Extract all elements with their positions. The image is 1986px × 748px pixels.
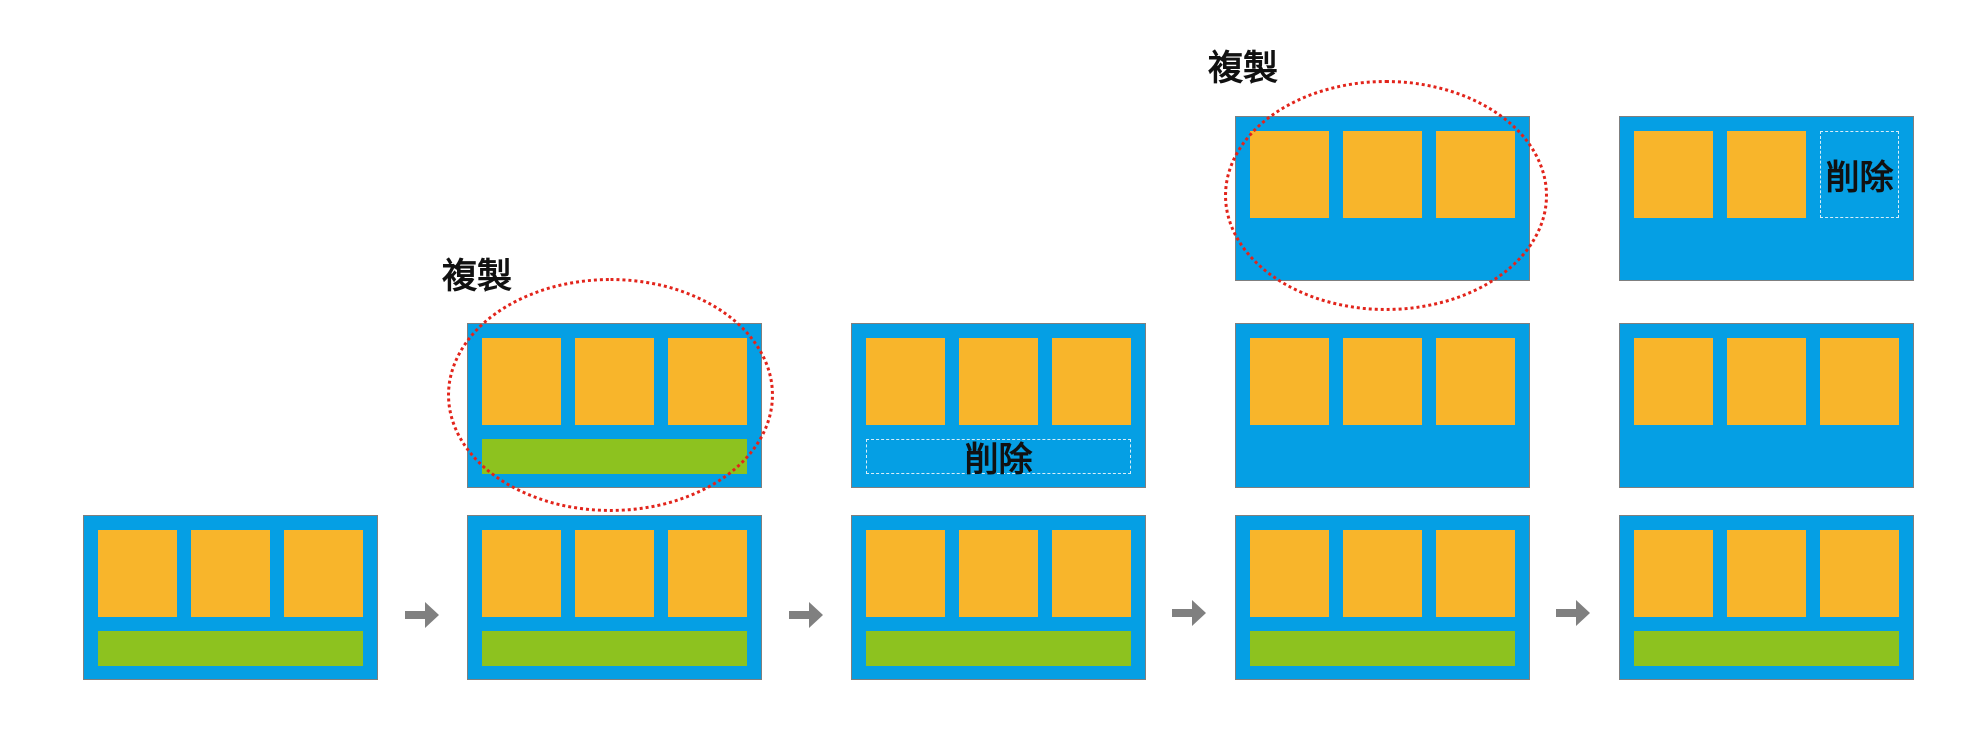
tile <box>575 530 654 617</box>
copy-label: 複製 <box>1208 49 1279 89</box>
tile <box>866 530 945 617</box>
panel-step2-original <box>467 515 762 680</box>
tile <box>1343 530 1422 617</box>
bar <box>866 631 1131 666</box>
tile <box>1634 338 1713 425</box>
tile <box>1052 530 1131 617</box>
tile <box>482 530 561 617</box>
panel-step5-original <box>1619 515 1914 680</box>
tile <box>668 530 747 617</box>
tile <box>1820 530 1899 617</box>
panel-step1-original <box>83 515 378 680</box>
delete-label: 削除 <box>1825 158 1894 198</box>
panel-step4-middle <box>1235 323 1530 488</box>
panel-step5-top-edited: 削除 <box>1619 116 1914 281</box>
copy-label: 複製 <box>442 257 513 297</box>
tile <box>284 530 363 617</box>
tile <box>866 338 945 425</box>
tile <box>1250 530 1329 617</box>
tile <box>1052 338 1131 425</box>
tile <box>1727 530 1806 617</box>
tile <box>1343 338 1422 425</box>
arrow-right-icon <box>789 602 823 628</box>
tile <box>1436 530 1515 617</box>
arrow-right-icon <box>1556 600 1590 626</box>
tile <box>959 338 1038 425</box>
tile <box>1250 338 1329 425</box>
panel-step4-original <box>1235 515 1530 680</box>
bar <box>482 631 747 666</box>
tile <box>1634 530 1713 617</box>
delete-label: 削除 <box>964 440 1033 480</box>
tile <box>959 530 1038 617</box>
tile <box>1820 338 1899 425</box>
delete-zone: 削除 <box>1820 131 1899 218</box>
tile <box>98 530 177 617</box>
arrow-right-icon <box>405 602 439 628</box>
panel-step3-original <box>851 515 1146 680</box>
panel-step5-middle <box>1619 323 1914 488</box>
bar <box>98 631 363 666</box>
arrow-right-icon <box>1172 600 1206 626</box>
delete-zone: 削除 <box>866 439 1131 480</box>
panel-step3-copy-edited: 削除 <box>851 323 1146 488</box>
bar <box>1250 631 1515 666</box>
copy-highlight-ellipse <box>1224 80 1548 311</box>
tile <box>1436 338 1515 425</box>
copy-highlight-ellipse <box>447 278 774 512</box>
tile <box>1727 338 1806 425</box>
bar <box>1634 631 1899 666</box>
tile <box>191 530 270 617</box>
tile <box>1727 131 1806 218</box>
tile <box>1634 131 1713 218</box>
